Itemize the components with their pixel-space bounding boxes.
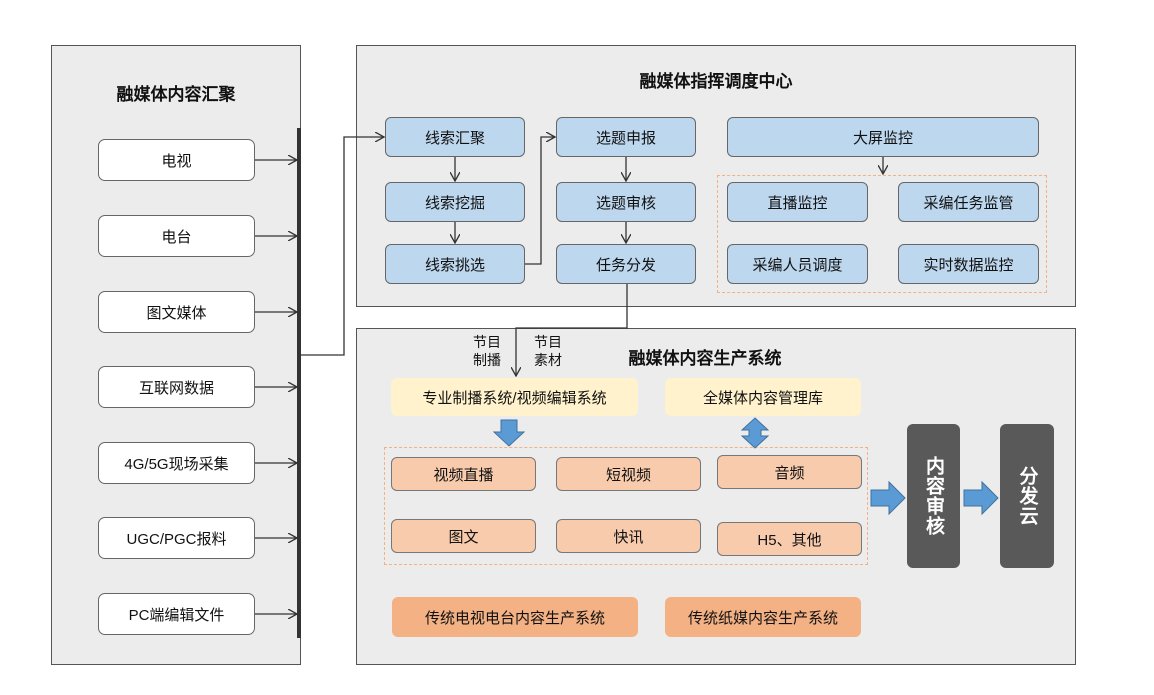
content-live-video: 视频直播 — [391, 457, 536, 491]
source-tv: 电视 — [98, 139, 255, 181]
realtime-data-monitor: 实时数据监控 — [898, 244, 1039, 284]
live-monitor: 直播监控 — [727, 182, 868, 222]
source-internet-data: 互联网数据 — [98, 366, 255, 408]
monitor-group — [717, 175, 1047, 293]
topic-review: 选题审核 — [556, 182, 696, 222]
content-review: 内容审核 — [907, 424, 960, 568]
legacy-tv-radio-system: 传统电视电台内容生产系统 — [392, 597, 638, 637]
production-system-title: 融媒体内容生产系统 — [628, 349, 782, 368]
content-graphic: 图文 — [391, 519, 536, 553]
program-production-label: 节目 制播 — [473, 334, 501, 368]
source-4g5g-capture: 4G/5G现场采集 — [98, 442, 255, 484]
source-print-media: 图文媒体 — [98, 291, 255, 333]
distribution-cloud: 分发云 — [1000, 424, 1054, 568]
command-center-title: 融媒体指挥调度中心 — [639, 72, 793, 91]
content-h5-other: H5、其他 — [717, 522, 862, 556]
source-ugc-pgc: UGC/PGC报料 — [98, 517, 255, 559]
content-flash-news: 快讯 — [556, 519, 701, 553]
editing-system: 专业制播系统/视频编辑系统 — [391, 378, 638, 416]
big-screen-monitor: 大屏监控 — [727, 117, 1039, 157]
content-aggregation-panel — [51, 45, 301, 665]
staff-dispatch: 采编人员调度 — [727, 244, 868, 284]
program-material-label: 节目 素材 — [534, 334, 562, 368]
clue-mining: 线索挖掘 — [385, 182, 525, 222]
content-aggregation-title: 融媒体内容汇聚 — [116, 85, 236, 104]
clue-aggregation: 线索汇聚 — [385, 117, 525, 157]
editorial-task-supervision: 采编任务监管 — [898, 182, 1039, 222]
legacy-print-system: 传统纸媒内容生产系统 — [665, 597, 861, 637]
content-short-video: 短视频 — [556, 457, 701, 491]
content-type-group — [384, 447, 868, 565]
task-distribution: 任务分发 — [556, 244, 696, 284]
content-library: 全媒体内容管理库 — [665, 378, 861, 416]
topic-declaration: 选题申报 — [556, 117, 696, 157]
clue-selection: 线索挑选 — [385, 244, 525, 284]
source-pc-files: PC端编辑文件 — [98, 593, 255, 635]
content-audio: 音频 — [717, 455, 862, 489]
source-radio: 电台 — [98, 215, 255, 257]
